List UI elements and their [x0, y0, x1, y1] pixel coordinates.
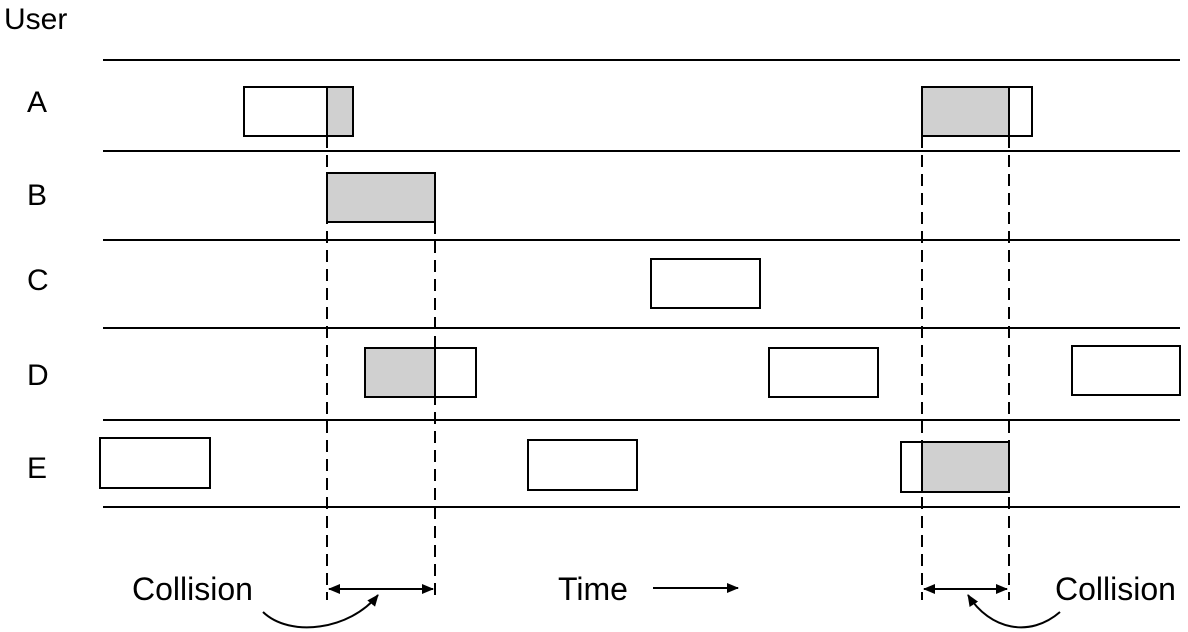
frame-d-3 [1071, 345, 1181, 396]
collision-overlap [326, 86, 354, 137]
collision-label-right: Collision [1055, 571, 1176, 607]
collision-overlap [364, 347, 436, 398]
collision-overlap [921, 441, 1010, 493]
frame-b-1 [326, 172, 436, 223]
collision-guides [326, 136, 1010, 600]
curved-arrow-right [967, 594, 1061, 629]
frame-d-2 [768, 347, 879, 398]
row-label-c: C [27, 264, 49, 297]
row-label-a: A [27, 86, 47, 119]
frame-e-1 [99, 437, 211, 489]
row-separators [103, 59, 1180, 508]
collision-label-left: Collision [132, 571, 253, 607]
collision-overlap [921, 86, 1010, 137]
time-label: Time [558, 571, 628, 607]
frame-c-1 [650, 258, 761, 309]
row-label-d: D [27, 359, 49, 392]
frames [99, 86, 1181, 493]
curved-arrow-left [262, 594, 379, 629]
row-label-b: B [27, 179, 47, 212]
row-label-e: E [27, 452, 47, 485]
frame-e-2 [527, 439, 638, 491]
diagram-title: User [4, 3, 67, 36]
